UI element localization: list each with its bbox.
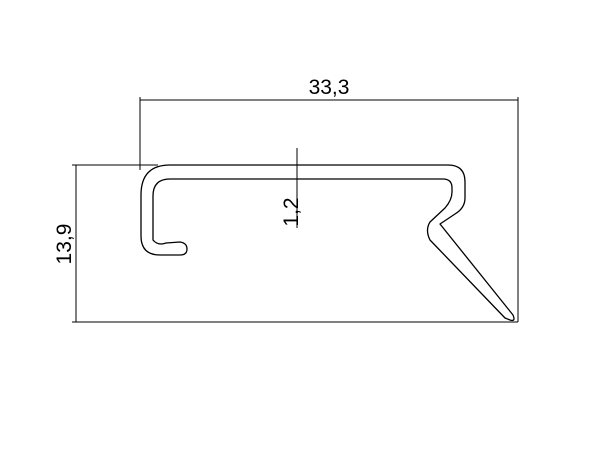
thickness-dimension: 1,2 <box>280 148 303 228</box>
height-dimension: 13,9 <box>53 164 518 323</box>
width-label: 33,3 <box>309 76 350 99</box>
thickness-label: 1,2 <box>280 197 303 226</box>
height-label: 13,9 <box>53 224 76 265</box>
profile-section <box>140 164 515 322</box>
width-dimension: 33,3 <box>139 76 519 322</box>
